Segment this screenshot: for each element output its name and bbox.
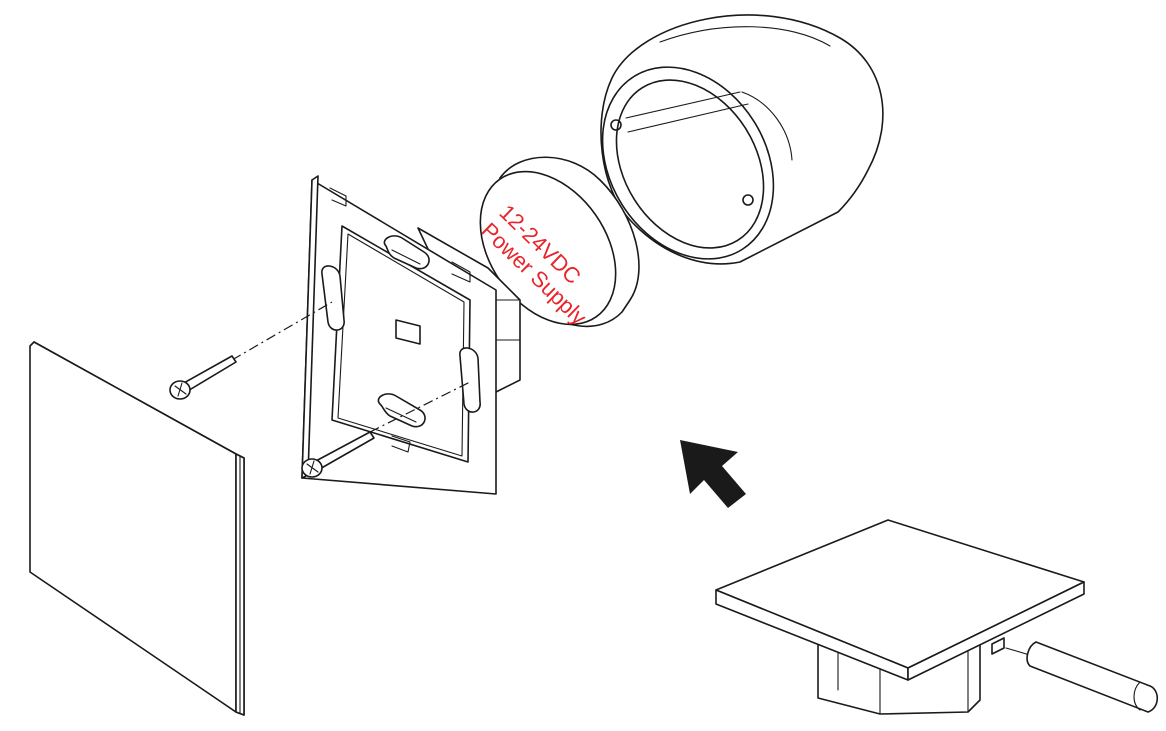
- mounting-frame-icon: [301, 175, 521, 495]
- front-panel-icon: [29, 341, 245, 716]
- screw-icon: [301, 431, 375, 478]
- switch-module-icon: [715, 519, 1085, 715]
- wall-box-icon: [600, 14, 884, 265]
- screwdriver-icon: [1005, 641, 1159, 713]
- guide-line-lower: [369, 381, 471, 433]
- arrow-icon: [680, 440, 746, 508]
- screw-icon: [169, 355, 237, 400]
